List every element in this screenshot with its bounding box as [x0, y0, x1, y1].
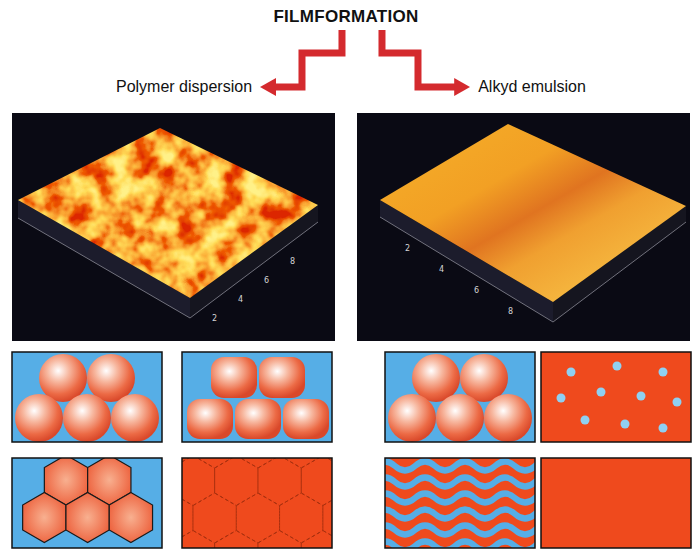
emulsion-droplets-panel: [385, 352, 535, 442]
alkyd-film: [541, 458, 691, 548]
wavy-layers-panel: [375, 458, 555, 551]
alkyd-droplet: [388, 394, 436, 442]
panel-border: [182, 458, 332, 548]
hexagon-cell: [66, 493, 109, 543]
panel-border: [12, 458, 162, 548]
alkyd-droplet: [412, 354, 460, 402]
panel-border: [385, 352, 535, 442]
title-box: FILMFORMATION: [269, 5, 422, 29]
axis-tick-label: 4: [238, 295, 243, 304]
alkyd-droplet: [460, 354, 508, 402]
polymer-particle: [39, 354, 87, 402]
alkyd-droplet: [484, 394, 532, 442]
polymer-particle: [87, 354, 135, 402]
node-text: Polymer dispersion: [116, 78, 252, 96]
deformed-particle: [283, 399, 329, 439]
deformed-particle: [187, 399, 233, 439]
branch-label: Alkyd emulsion: [474, 76, 590, 98]
panel-border: [541, 352, 691, 442]
hexagon-cell: [109, 493, 152, 543]
water-layers: [385, 462, 535, 549]
water-droplets: [557, 362, 682, 433]
panel-border: [182, 352, 332, 442]
axis-tick-label: 8: [290, 257, 295, 266]
hexagon-cell: [23, 493, 66, 543]
smooth-surface: [380, 124, 686, 302]
axis-tick-label: 4: [439, 265, 444, 274]
deformed-particle: [235, 399, 281, 439]
axis-tick-label: 2: [405, 244, 410, 253]
branch-label: Polymer dispersion: [112, 76, 256, 98]
alkyd-droplet: [436, 394, 484, 442]
rough-surface: [12, 113, 342, 343]
deformed-particle: [211, 357, 257, 398]
packed-spheres-panel: [12, 352, 162, 442]
branch-arrow: [274, 30, 342, 87]
polymer-film: [182, 458, 332, 548]
node-text: Alkyd emulsion: [478, 78, 586, 96]
water-phase: [385, 352, 535, 442]
polymer-particle: [15, 394, 63, 442]
phase-inversion-panel: [541, 352, 691, 442]
axis-tick-label: 6: [264, 276, 269, 285]
node-text: FILMFORMATION: [273, 7, 418, 27]
axis-line: [380, 217, 686, 322]
panel-border: [385, 458, 535, 548]
image-ground: [357, 113, 690, 341]
branch-arrow: [382, 30, 456, 87]
water-phase: [182, 352, 332, 442]
hexagon-cells-panel: [12, 455, 162, 548]
panel-border: [541, 458, 691, 548]
axis-tick-label: 2: [212, 314, 217, 323]
surface-texture: [12, 113, 342, 343]
afm-image-rough: [12, 113, 342, 343]
panel-border: [12, 352, 162, 442]
deformed-particles-panel: [182, 352, 332, 442]
axis-tick-label: 8: [508, 307, 513, 316]
axis-tick-label: 6: [474, 286, 479, 295]
former-particle-boundaries: [182, 458, 332, 548]
water-phase: [12, 352, 162, 442]
axis-line: [18, 218, 318, 318]
polymer-particle: [111, 394, 159, 442]
polymer-particle: [63, 394, 111, 442]
coalesced-film-panel: [150, 418, 367, 551]
deformed-particle: [259, 357, 305, 398]
alkyd-film-panel: [541, 458, 691, 548]
hexagon-cells: [23, 458, 153, 543]
afm-image-smooth: [357, 113, 690, 341]
alkyd-phase: [541, 352, 691, 442]
